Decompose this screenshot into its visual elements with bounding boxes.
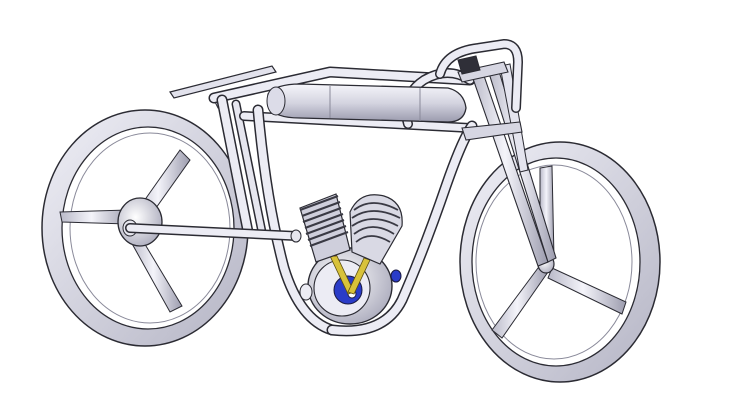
front-wheel: [459, 141, 661, 383]
v-twin-engine-icon: [299, 193, 403, 325]
front-fork: [435, 38, 557, 267]
tank-end-left: [266, 86, 286, 116]
seat-plate: [169, 65, 277, 99]
chain-stay-end: [290, 229, 302, 243]
sprocket-left: [299, 283, 313, 301]
front-spoke-right: [547, 267, 627, 315]
fork-lower-clamp: [461, 121, 523, 141]
cylinder-left: [299, 193, 351, 263]
frame: [125, 66, 478, 337]
rear-hub: [117, 197, 163, 247]
tank-body: [267, 83, 467, 123]
cylinder-right: [349, 194, 403, 265]
fuel-tank: [266, 83, 467, 123]
fork-spring-rod: [499, 63, 529, 173]
front-rim-edge: [475, 164, 633, 360]
magneto: [390, 269, 402, 283]
steering-head: [457, 55, 481, 75]
fork-upper-clamp: [457, 61, 509, 83]
